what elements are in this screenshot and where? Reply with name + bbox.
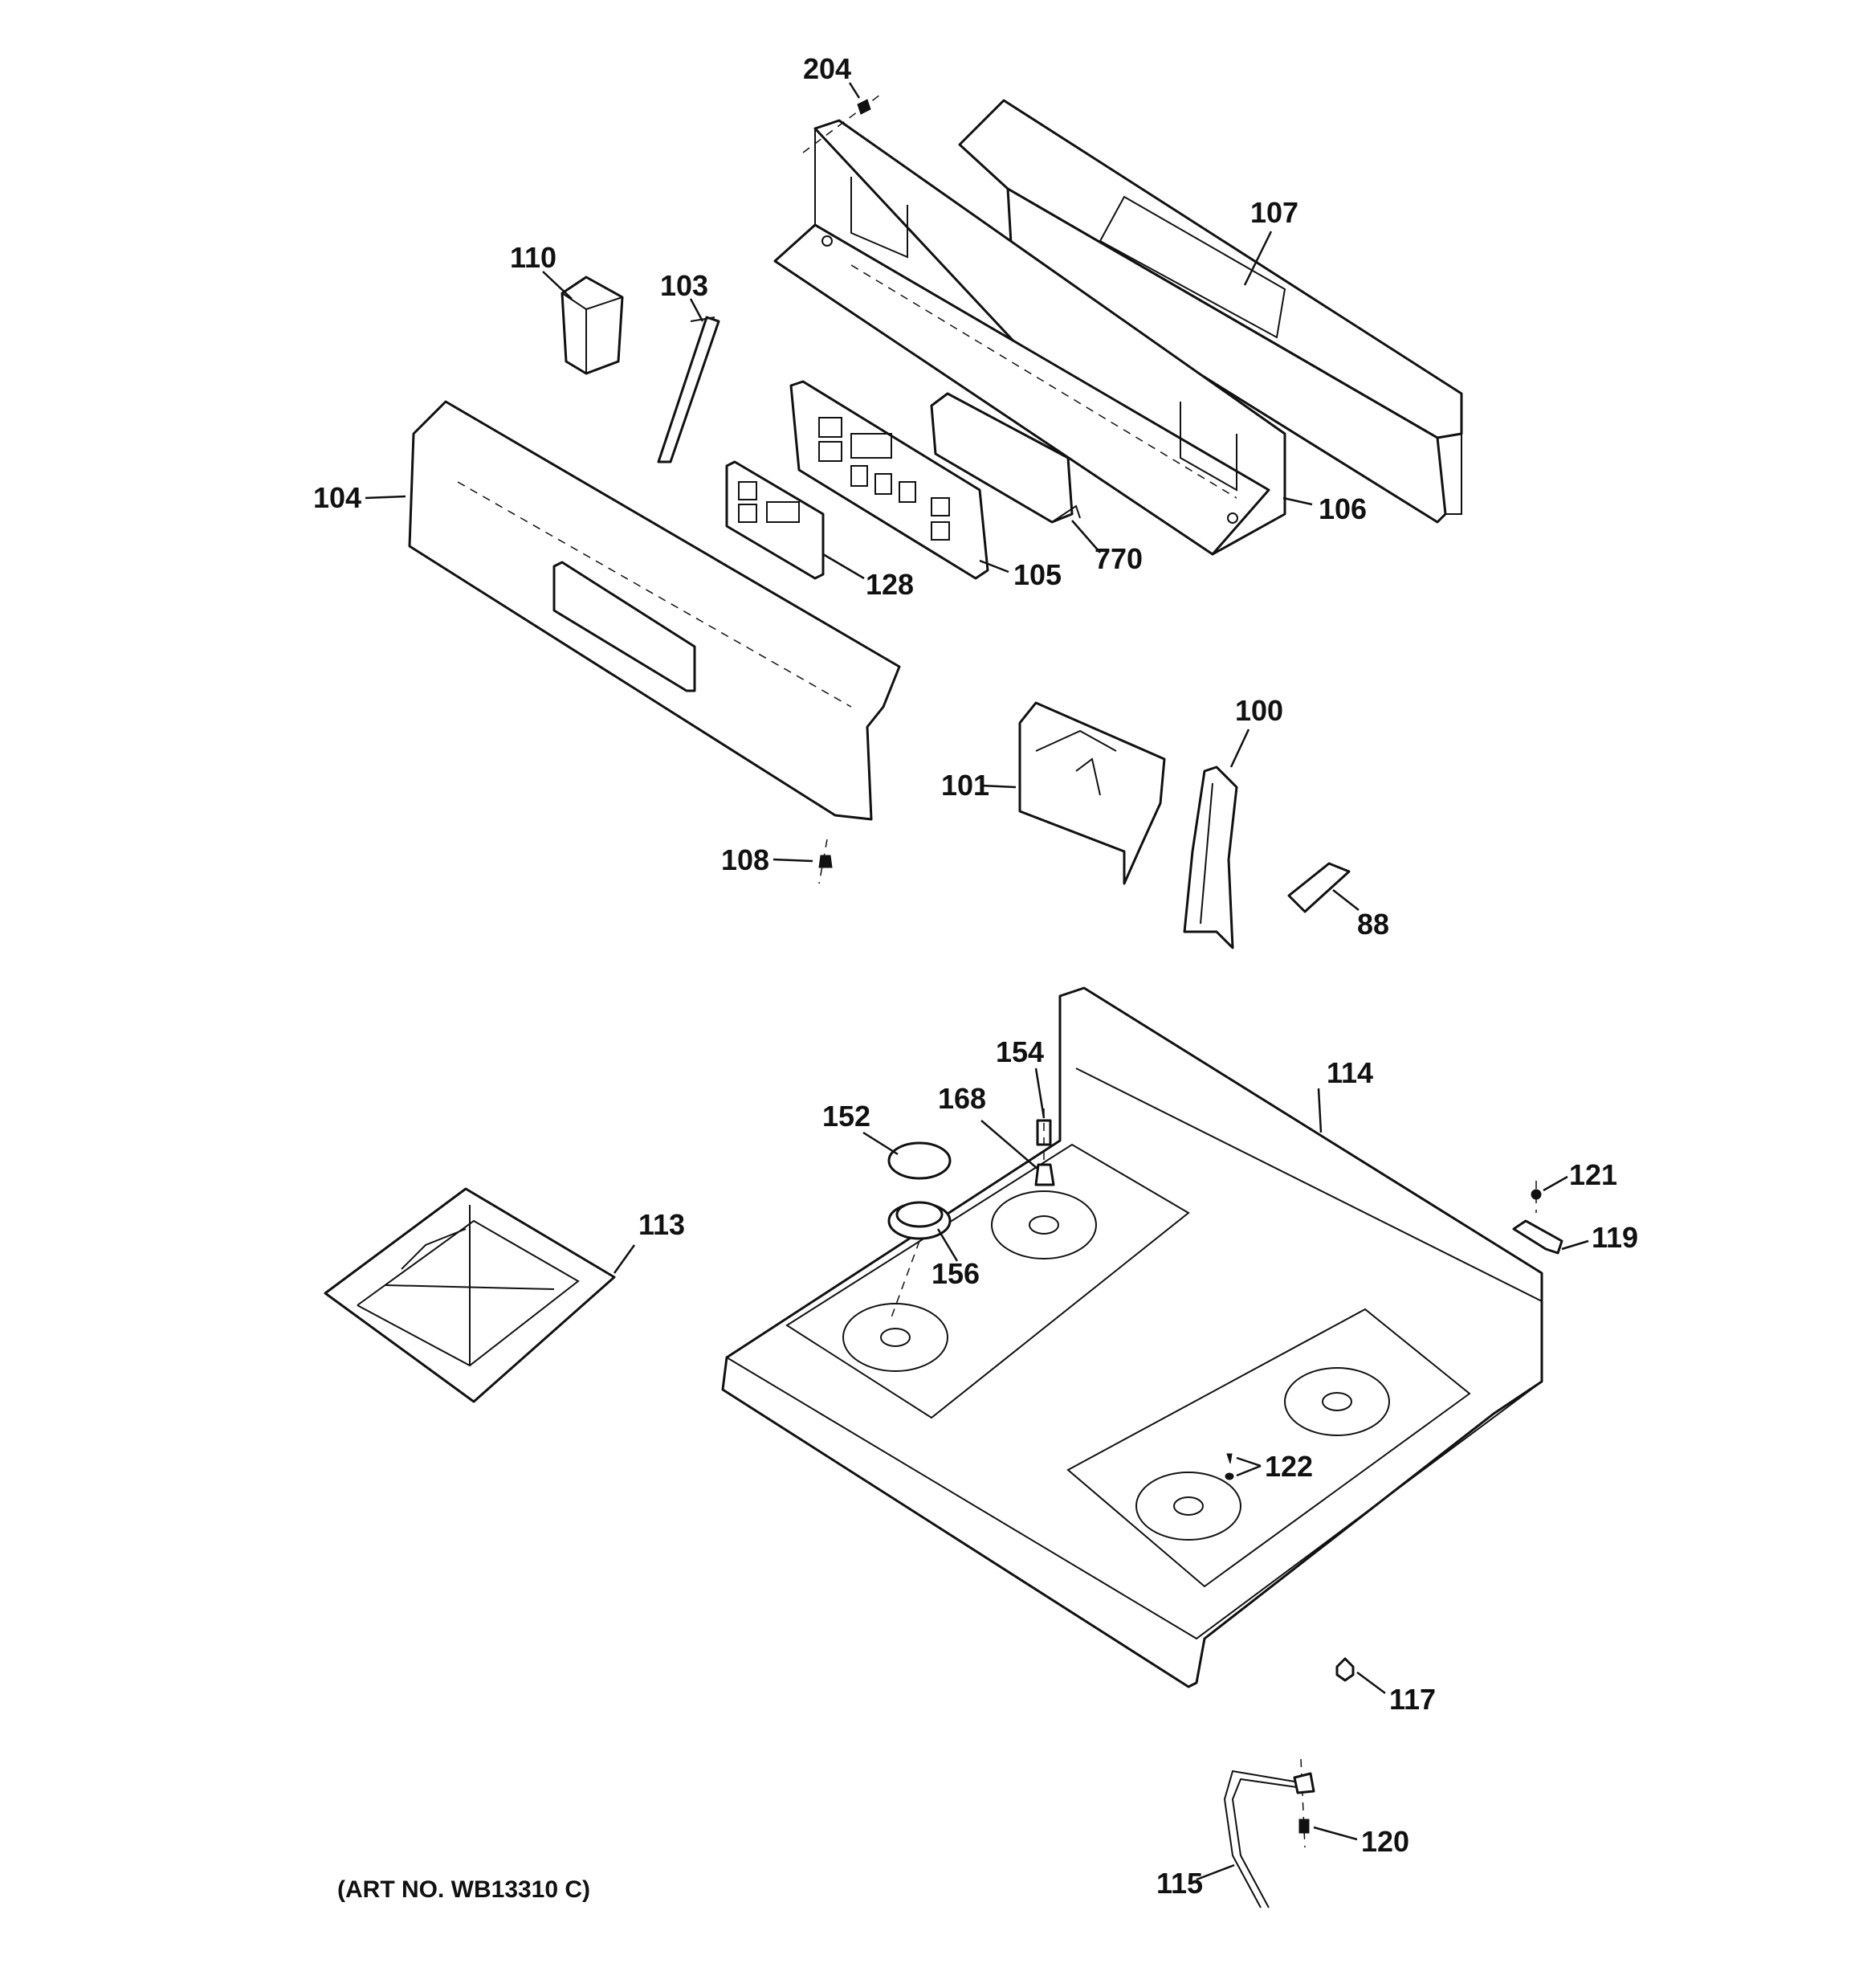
label-114: 114 [1327, 1056, 1373, 1089]
label-101: 101 [941, 769, 989, 802]
part-104-control-panel [408, 400, 901, 821]
part-114-cooktop [721, 986, 1543, 1688]
label-119: 119 [1592, 1221, 1638, 1254]
label-100: 100 [1235, 694, 1283, 727]
label-107: 107 [1250, 196, 1298, 229]
label-106: 106 [1319, 492, 1367, 525]
part-88-bracket [1287, 862, 1351, 913]
label-103: 103 [660, 269, 708, 302]
label-104: 104 [313, 481, 361, 514]
part-108-screw [818, 839, 833, 884]
part-168-orifice [1034, 1163, 1055, 1186]
label-117: 117 [1389, 1683, 1436, 1716]
label-120: 120 [1361, 1825, 1409, 1858]
part-152-burner-cap [887, 1141, 952, 1180]
label-128: 128 [866, 568, 914, 601]
label-105: 105 [1013, 558, 1062, 591]
art-number-caption: (ART NO. WB13310 C) [337, 1876, 590, 1903]
part-204-screw [802, 92, 884, 153]
label-88: 88 [1357, 908, 1389, 941]
label-110: 110 [510, 241, 556, 274]
leader-lines [365, 82, 1589, 1881]
part-113-grate [324, 1187, 616, 1403]
part-115-tube [1223, 1770, 1315, 1908]
label-154: 154 [996, 1035, 1044, 1068]
part-101-heat-shield [1018, 701, 1166, 885]
part-122-clips [1225, 1453, 1234, 1480]
part-770-strip [930, 392, 1081, 524]
part-105-control-board [789, 380, 989, 580]
label-122: 122 [1265, 1450, 1313, 1483]
part-120-screw [1298, 1758, 1310, 1848]
part-156-burner-head [887, 1201, 952, 1318]
label-108: 108 [721, 843, 769, 876]
label-168: 168 [938, 1082, 986, 1115]
part-110-switch [561, 276, 624, 375]
label-113: 113 [638, 1208, 685, 1241]
label-115: 115 [1156, 1867, 1203, 1900]
part-154-electrode [1036, 1108, 1052, 1181]
part-103-bracket [657, 316, 720, 463]
label-121: 121 [1569, 1158, 1617, 1191]
label-152: 152 [822, 1100, 870, 1133]
part-119-bracket [1512, 1219, 1563, 1255]
part-128-overlay [725, 460, 825, 580]
label-770: 770 [1095, 542, 1143, 575]
part-labels: 204 107 110 103 104 128 105 770 106 100 … [313, 52, 1638, 1900]
label-156: 156 [932, 1257, 980, 1290]
part-107-rear-cover [958, 99, 1463, 524]
part-100-side-trim [1183, 765, 1238, 949]
part-121-screw [1531, 1181, 1542, 1213]
label-204: 204 [803, 52, 851, 85]
part-117-nut [1335, 1657, 1355, 1682]
